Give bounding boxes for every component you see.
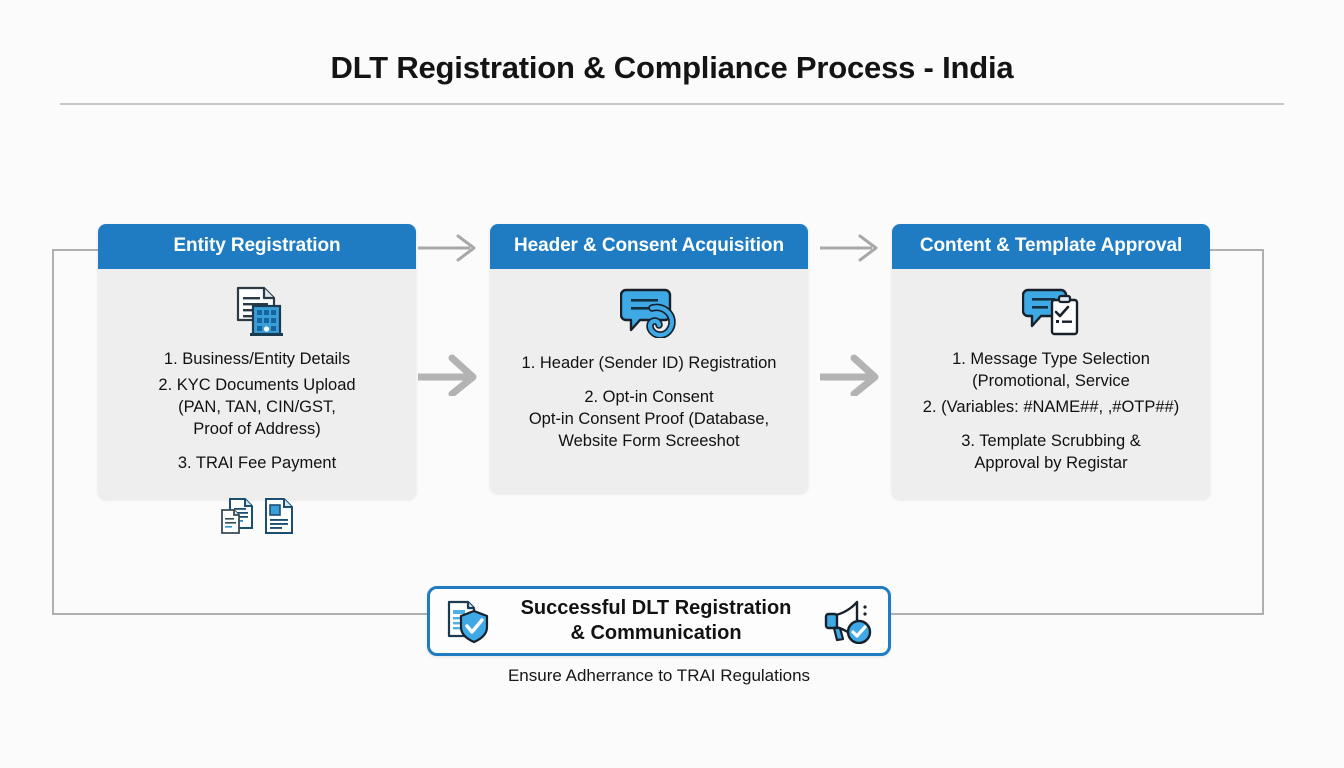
stage-line: 3. TRAI Fee Payment <box>177 453 337 472</box>
stage-card-title: Header & Consent Acquisition <box>490 224 808 269</box>
stage-card-body: 1. Business/Entity Details 2. KYC Docume… <box>98 269 416 499</box>
document-shield-check-icon <box>444 598 490 644</box>
stage-card-content-template-approval[interactable]: Content & Template Approval 1. Message T… <box>892 224 1210 499</box>
stage-line: 1. Business/Entity Details <box>163 350 351 368</box>
chat-bubble-clipboard-icon <box>902 283 1200 341</box>
chat-bubble-phone-icon <box>500 283 798 341</box>
connector-top-left <box>52 249 114 251</box>
page-title: DLT Registration & Compliance Process - … <box>330 50 1014 85</box>
stage-card-lines: 1. Message Type Selection (Promotional, … <box>902 349 1200 475</box>
flow-arrow-thick <box>418 350 480 396</box>
stage-line: 1. Header (Sender ID) Registration <box>521 354 777 372</box>
stage-card-title: Content & Template Approval <box>892 224 1210 269</box>
connector-right-vertical <box>1262 249 1264 615</box>
outcome-title: Successful DLT Registration & Communicat… <box>520 596 792 644</box>
documents-stack-icon <box>219 497 255 535</box>
connector-bottom-left <box>52 613 434 615</box>
stage-line: 2. KYC Documents Upload (PAN, TAN, CIN/G… <box>158 375 356 438</box>
stage-line: 2. (Variables: #NAME##, ,#OTP##) <box>922 397 1180 416</box>
stage-card-title: Entity Registration <box>98 224 416 269</box>
stage-card-body: 1. Message Type Selection (Promotional, … <box>892 269 1210 499</box>
flow-arrow-thin <box>820 232 882 264</box>
stage-card-body: 1. Header (Sender ID) Registration 2. Op… <box>490 269 808 493</box>
document-building-icon <box>108 283 406 341</box>
supporting-documents-icons <box>98 497 416 535</box>
connector-left-vertical <box>52 249 54 615</box>
outcome-box[interactable]: Successful DLT Registration & Communicat… <box>427 586 891 656</box>
stage-card-lines: 1. Business/Entity Details 2. KYC Docume… <box>108 349 406 475</box>
stage-card-header-consent-acquisition[interactable]: Header & Consent Acquisition 1. Header (… <box>490 224 808 493</box>
connector-top-right <box>1200 249 1264 251</box>
megaphone-check-icon <box>822 598 874 644</box>
outcome-subtitle: Ensure Adherrance to TRAI Regulations <box>507 666 811 685</box>
stage-line: 3. Template Scrubbing & Approval by Regi… <box>961 431 1141 472</box>
stage-line: 2. Opt-in Consent Opt-in Consent Proof (… <box>528 387 770 450</box>
title-divider <box>60 103 1284 105</box>
flow-arrow-thin <box>418 232 480 264</box>
document-image-icon <box>263 497 295 535</box>
stage-line: 1. Message Type Selection (Promotional, … <box>952 350 1150 390</box>
stage-card-entity-registration[interactable]: Entity Registration <box>98 224 416 499</box>
connector-bottom-right <box>884 613 1264 615</box>
stage-card-lines: 1. Header (Sender ID) Registration 2. Op… <box>500 353 798 453</box>
title-block: DLT Registration & Compliance Process - … <box>0 0 1344 86</box>
flow-arrow-thick <box>820 350 882 396</box>
